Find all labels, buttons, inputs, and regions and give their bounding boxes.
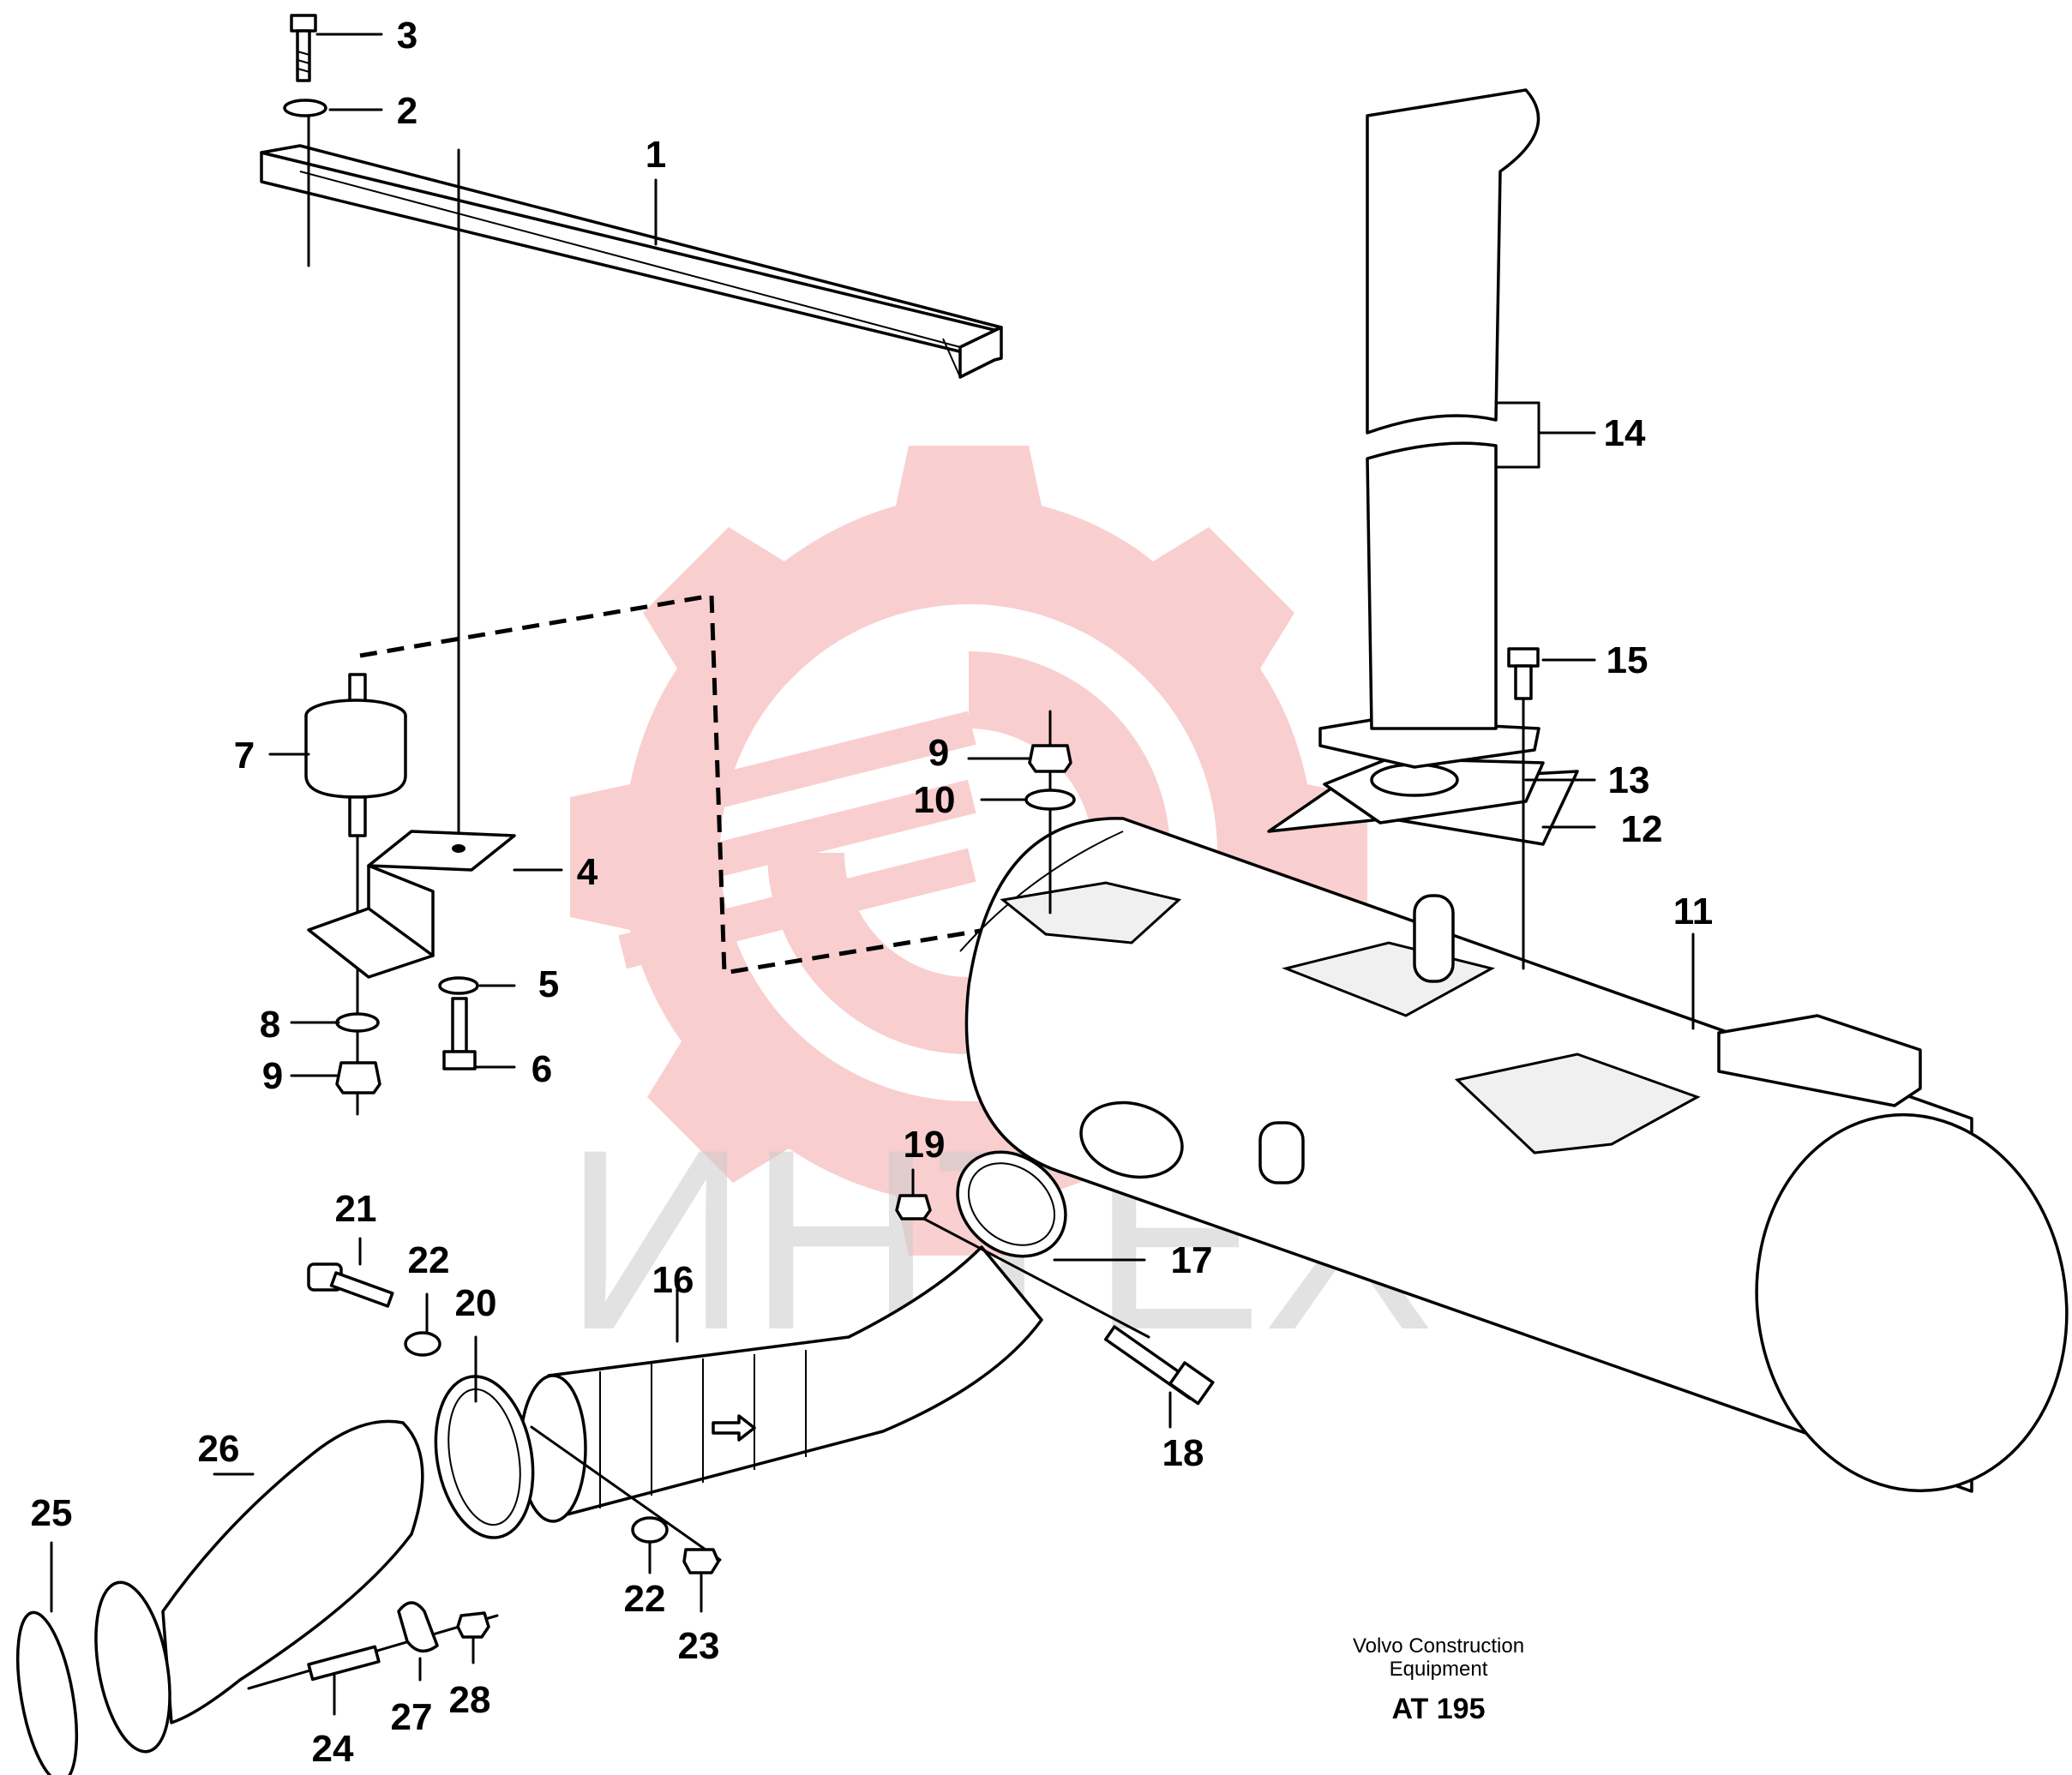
callout-9-lower: 9 (262, 1055, 283, 1097)
callout-22-lower: 22 (624, 1578, 666, 1620)
callout-7: 7 (234, 735, 255, 777)
axis-line (903, 1207, 1150, 1339)
callout-18: 18 (1162, 1432, 1204, 1474)
pipe-14 (1366, 88, 1540, 730)
callout-10: 10 (914, 779, 956, 821)
caption-company-line2: Equipment (1390, 1658, 1488, 1681)
callout-23: 23 (678, 1625, 720, 1667)
dashed-link (359, 593, 1012, 975)
callout-9-upper: 9 (928, 732, 949, 774)
washer-10 (1024, 789, 1076, 811)
washer-8 (335, 1012, 380, 1033)
callouts: 1 2 3 4 5 6 7 8 9 9 10 11 12 13 14 15 16… (31, 15, 1714, 1770)
callout-4: 4 (577, 851, 598, 893)
callout-22-upper: 22 (408, 1239, 450, 1281)
nut-19 (895, 1194, 932, 1220)
callout-14: 14 (1604, 412, 1646, 454)
callout-12: 12 (1621, 808, 1663, 850)
callout-2: 2 (397, 90, 417, 132)
nut-9 (335, 1061, 381, 1094)
callout-3: 3 (397, 15, 417, 57)
callout-11: 11 (1673, 890, 1714, 932)
nut-28 (456, 1611, 490, 1639)
bracket-4 (307, 830, 516, 979)
bolt-18 (1103, 1325, 1215, 1406)
callout-26: 26 (198, 1428, 240, 1470)
channel-beam (260, 144, 1003, 379)
caption-ref: AT 195 (1392, 1693, 1486, 1725)
nut-9-upper (1028, 744, 1072, 773)
caption-company-line1: Volvo Construction (1353, 1634, 1524, 1658)
clamp-17 (956, 1150, 1067, 1258)
callout-16: 16 (652, 1259, 694, 1301)
callout-5: 5 (538, 963, 559, 1005)
bolt-21 (307, 1262, 394, 1308)
washer-22-upper (404, 1331, 441, 1357)
gasket-25 (15, 1610, 79, 1775)
callout-24: 24 (312, 1728, 354, 1770)
callout-15: 15 (1607, 639, 1649, 681)
stud-24 (307, 1645, 381, 1682)
washer-2 (283, 99, 327, 117)
elbow-26 (94, 1419, 424, 1754)
clamp-20 (434, 1375, 535, 1539)
muffler-11 (959, 817, 2069, 1493)
axis-line (530, 1425, 722, 1562)
bolt-3 (290, 14, 317, 82)
callout-27: 27 (391, 1696, 433, 1738)
washer-22-lower (631, 1516, 669, 1544)
lock-tab-27 (397, 1601, 439, 1653)
nut-23 (682, 1548, 720, 1574)
gasket-13-hole (1370, 763, 1459, 797)
callout-19: 19 (904, 1124, 946, 1166)
callout-6: 6 (532, 1048, 552, 1090)
callout-20: 20 (455, 1282, 497, 1324)
callout-8: 8 (260, 1004, 280, 1046)
callout-1: 1 (646, 134, 666, 176)
leader-lines (50, 33, 1695, 1716)
caption-block: Volvo Construction Equipment AT 195 (1353, 1634, 1524, 1725)
washer-5 (438, 976, 479, 995)
bolt-6 (442, 997, 477, 1070)
callout-17: 17 (1171, 1239, 1213, 1281)
rubber-mount-7 (304, 673, 407, 837)
callout-21: 21 (335, 1188, 377, 1230)
callout-28: 28 (449, 1679, 491, 1721)
callout-25: 25 (31, 1492, 73, 1534)
callout-13: 13 (1608, 759, 1650, 801)
bolt-15 (1507, 647, 1540, 700)
